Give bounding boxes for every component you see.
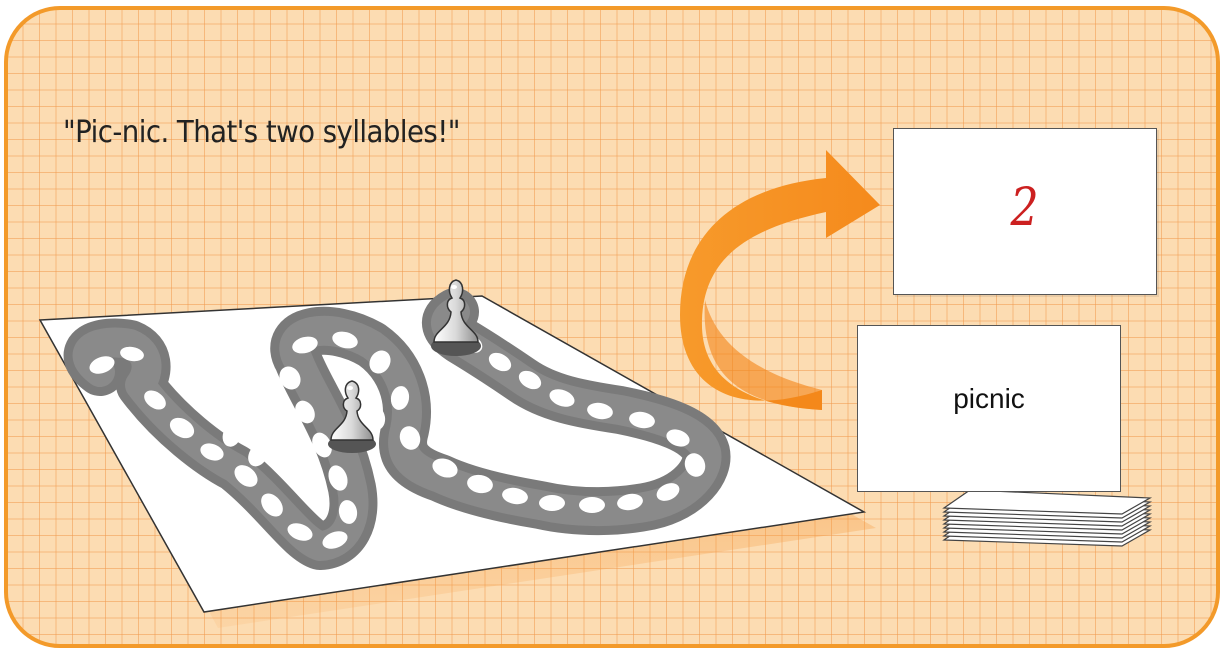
game-board [38,279,876,628]
card-stack-icon [942,489,1153,547]
quote-text: "Pic-nic. That's two syllables!" [63,115,460,150]
word-card[interactable]: picnic [857,325,1121,492]
board-path [63,288,731,570]
syllable-count-card: 2 [893,128,1157,295]
curved-arrow-icon [680,150,880,410]
syllable-count-value: 2 [1010,177,1040,238]
word-card-label: picnic [953,382,1025,414]
pawn-icon [328,380,376,453]
pawn-icon [431,279,481,356]
